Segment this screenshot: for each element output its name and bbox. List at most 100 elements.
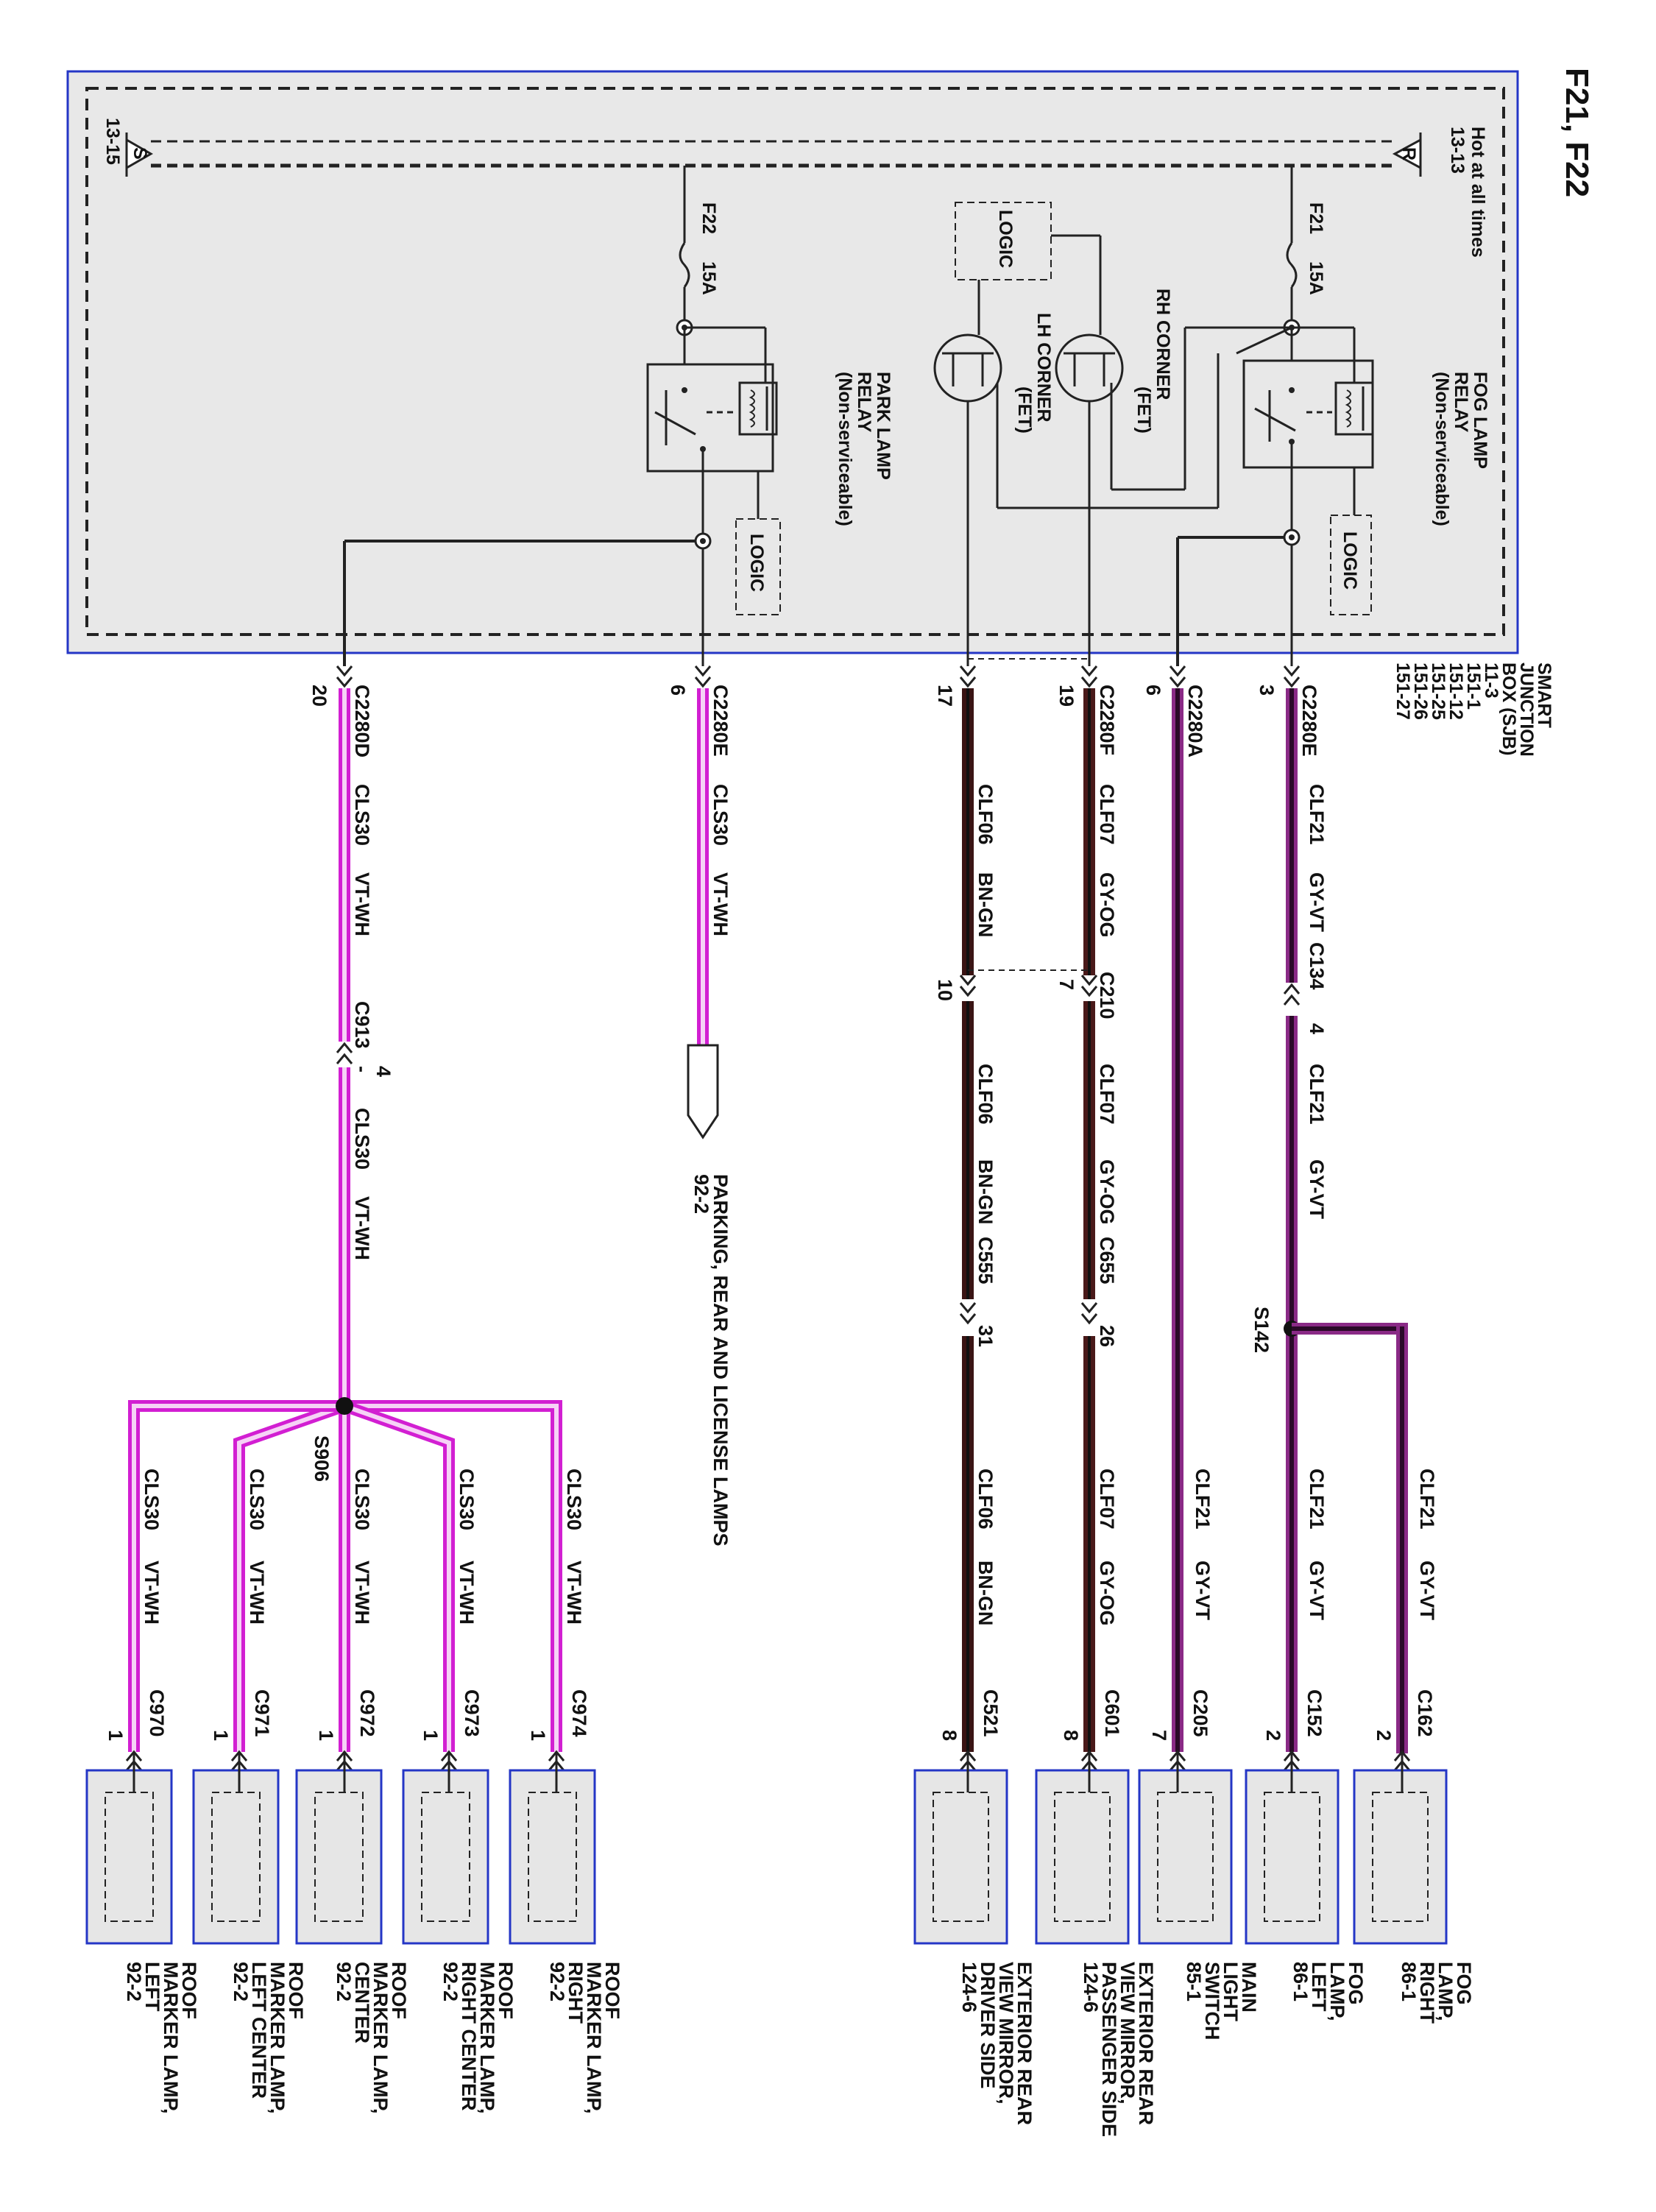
conn-c210: C210 bbox=[1096, 972, 1118, 1020]
pin-c134-4: 4 bbox=[1306, 1023, 1328, 1034]
wire-vt-wh-roof-1: VT-WH bbox=[351, 872, 373, 936]
svg-text:151-1: 151-1 bbox=[1463, 662, 1484, 710]
park-relay-label-2: RELAY bbox=[854, 372, 874, 433]
c655-c555-connectors bbox=[959, 1302, 1098, 1325]
module-label: RIGHT bbox=[1416, 1962, 1438, 2024]
pin-20: 20 bbox=[308, 685, 330, 707]
pin-c210-10: 10 bbox=[934, 979, 956, 1001]
module-label: MARKER LAMP, bbox=[160, 1962, 182, 2114]
component-modules: C1622FOGLAMP,RIGHT86-1C1522FOGLAMP,LEFT8… bbox=[85, 1689, 1475, 2137]
wire-clf07-name-3: CLF07 bbox=[1096, 1469, 1118, 1530]
svg-text:VT-WH: VT-WH bbox=[246, 1561, 268, 1625]
module-pin: 1 bbox=[527, 1730, 549, 1741]
module-label: 124-6 bbox=[958, 1962, 980, 2013]
conn-c2280f: C2280F bbox=[1096, 685, 1118, 755]
sjb-edge-connectors bbox=[336, 665, 1301, 688]
module-label: EXTERIOR REAR bbox=[1013, 1962, 1036, 2125]
module-label: LEFT CENTER bbox=[248, 1962, 270, 2099]
fuse-f22-name: F22 bbox=[698, 202, 719, 234]
module-connector: C152 bbox=[1303, 1689, 1326, 1737]
module-label: 92-2 bbox=[546, 1962, 568, 2001]
svg-text:151-25: 151-25 bbox=[1428, 662, 1448, 720]
sjb-name: SMART JUNCTION BOX (SJB) 11-3 151-1 151-… bbox=[1393, 662, 1554, 757]
wire-clf21-name-2: CLF21 bbox=[1306, 1064, 1328, 1125]
pin-3: 3 bbox=[1256, 685, 1278, 696]
fuse-f21-rating: 15A bbox=[1306, 261, 1326, 295]
module-label: DRIVER SIDE bbox=[977, 1962, 999, 2089]
wire-clf21-name-4: CLF21 bbox=[1306, 1469, 1328, 1530]
module-connector: C521 bbox=[980, 1689, 1002, 1737]
module-label: ROOF bbox=[388, 1962, 410, 2019]
module-connector: C970 bbox=[146, 1689, 168, 1737]
module-label: 92-2 bbox=[230, 1962, 252, 2001]
conn-c913: C913 bbox=[351, 1001, 373, 1049]
module-box bbox=[913, 1769, 1008, 1945]
wire-clf21-switch bbox=[1172, 688, 1183, 1752]
module-inner bbox=[528, 1792, 577, 1922]
corner-logic-box bbox=[955, 202, 1052, 280]
ground-marker-s: S bbox=[125, 132, 154, 177]
conn-c2280d: C2280D bbox=[351, 685, 373, 757]
svg-text:JUNCTION: JUNCTION bbox=[1516, 662, 1537, 757]
svg-text:CLS30: CLS30 bbox=[246, 1469, 268, 1530]
module-pin: 1 bbox=[105, 1730, 127, 1741]
svg-text:VT-WH: VT-WH bbox=[141, 1561, 163, 1625]
module-box bbox=[1138, 1769, 1233, 1945]
svg-text:VT-WH: VT-WH bbox=[563, 1561, 585, 1625]
fog-relay-logic-box bbox=[1330, 515, 1372, 615]
module-pin: 8 bbox=[938, 1730, 960, 1741]
wire-gy-og-2: GY-OG bbox=[1096, 1159, 1118, 1225]
svg-text:CLS30: CLS30 bbox=[456, 1469, 478, 1530]
module-pin: 1 bbox=[315, 1730, 337, 1741]
fog-lamp-relay bbox=[1242, 326, 1374, 546]
svg-text:CLS30: CLS30 bbox=[141, 1469, 163, 1530]
wire-clf07-name-2: CLF07 bbox=[1096, 1064, 1118, 1125]
module-box bbox=[1245, 1769, 1340, 1945]
wire-gy-vt-2: GY-VT bbox=[1306, 1159, 1328, 1220]
module-connector: C205 bbox=[1189, 1689, 1211, 1737]
splice-s142-label: S142 bbox=[1250, 1307, 1273, 1353]
module-inner bbox=[1157, 1792, 1214, 1922]
module-label: MARKER LAMP, bbox=[476, 1962, 498, 2114]
wire-clf21-branch bbox=[1292, 1323, 1408, 1753]
parking-lamps-label: PARKING, REAR AND LICENSE LAMPS bbox=[710, 1174, 732, 1547]
module-label: EXTERIOR REAR bbox=[1135, 1962, 1157, 2125]
module-label: 85-1 bbox=[1183, 1962, 1205, 2001]
module-label: LEFT bbox=[141, 1962, 163, 2012]
module-connector: C162 bbox=[1414, 1689, 1436, 1737]
module-label: 92-2 bbox=[439, 1962, 461, 2001]
module-connector: C601 bbox=[1101, 1689, 1123, 1737]
pin-17: 17 bbox=[934, 685, 956, 707]
fog-relay-label-1: FOG LAMP bbox=[1470, 372, 1490, 469]
svg-text:VT-WH: VT-WH bbox=[456, 1561, 478, 1625]
module-label: ROOF bbox=[495, 1962, 517, 2019]
wire-cls30-roof-1: CLS30 bbox=[351, 784, 373, 846]
wire-vt-wh-park: VT-WH bbox=[710, 872, 732, 936]
pin-6a: 6 bbox=[1142, 685, 1164, 696]
conn-c2280e-top: C2280E bbox=[1298, 685, 1320, 757]
module-label: CENTER bbox=[351, 1962, 373, 2043]
splice-s906-label: S906 bbox=[311, 1435, 333, 1482]
conn-c913-dash: - bbox=[351, 1066, 373, 1073]
wire-bn-gn-1: BN-GN bbox=[974, 872, 997, 938]
module-inner bbox=[314, 1792, 364, 1922]
wire-cls30-park bbox=[687, 688, 719, 1139]
module-label: 124-6 bbox=[1080, 1962, 1102, 2013]
module-inner bbox=[933, 1792, 989, 1922]
module-box bbox=[85, 1769, 173, 1945]
wire-clf07 bbox=[1083, 688, 1095, 1752]
lh-corner-label-1: LH CORNER bbox=[1033, 313, 1054, 423]
module-label: MAIN bbox=[1238, 1962, 1260, 2013]
conn-c2280e-park: C2280E bbox=[710, 685, 732, 757]
wire-gy-og-1: GY-OG bbox=[1096, 872, 1118, 938]
svg-text:CLS30: CLS30 bbox=[351, 1469, 373, 1530]
module-label: LIGHT bbox=[1220, 1962, 1242, 2021]
module-connector: C972 bbox=[356, 1689, 378, 1737]
fog-relay-label-3: (Non-serviceable) bbox=[1432, 372, 1452, 526]
module-label: RIGHT bbox=[565, 1962, 587, 2024]
